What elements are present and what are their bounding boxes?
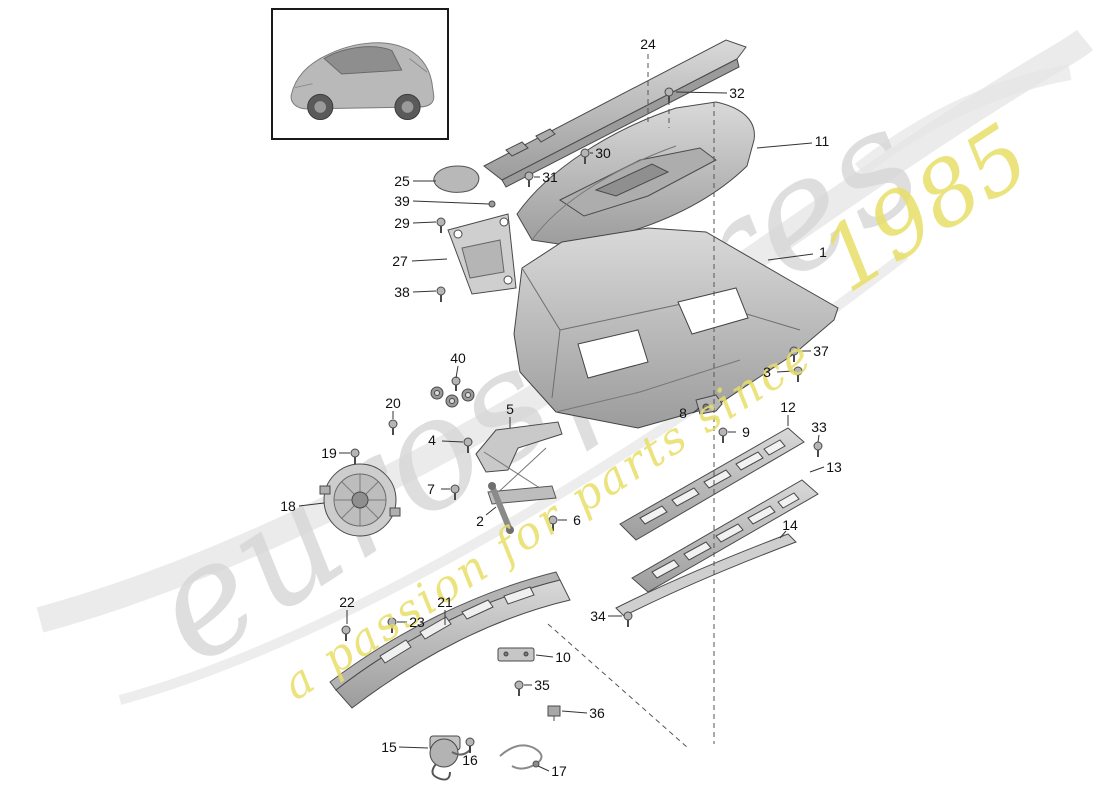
fastener-7 xyxy=(450,484,460,500)
part-label-33[interactable]: 33 xyxy=(811,419,827,435)
fastener-29 xyxy=(436,217,446,233)
part-spoiler-blade xyxy=(483,39,747,188)
part-label-15[interactable]: 15 xyxy=(381,739,397,755)
fastener-31 xyxy=(524,171,534,187)
part-label-40[interactable]: 40 xyxy=(450,350,466,366)
fasteners xyxy=(341,87,823,753)
fastener-32 xyxy=(664,87,674,103)
part-lock xyxy=(429,735,471,781)
part-label-32[interactable]: 32 xyxy=(729,85,745,101)
part-cable-short xyxy=(451,749,471,756)
part-label-7[interactable]: 7 xyxy=(427,481,435,497)
part-strut xyxy=(488,482,514,534)
part-rear-lid xyxy=(513,227,839,429)
part-label-13[interactable]: 13 xyxy=(826,459,842,475)
fastener-20 xyxy=(388,419,398,435)
fastener-37 xyxy=(789,346,799,362)
part-spoiler-housing xyxy=(516,101,755,247)
part-label-27[interactable]: 27 xyxy=(392,253,408,269)
part-grille-lower xyxy=(631,479,819,593)
part-label-23[interactable]: 23 xyxy=(409,614,425,630)
part-label-24[interactable]: 24 xyxy=(640,36,656,52)
part-label-22[interactable]: 22 xyxy=(339,594,355,610)
part-label-34[interactable]: 34 xyxy=(590,608,606,624)
fastener-23 xyxy=(387,617,397,633)
dashed-guide-lines xyxy=(547,54,715,749)
part-label-16[interactable]: 16 xyxy=(462,752,478,768)
part-label-17[interactable]: 17 xyxy=(551,763,567,779)
part-label-36[interactable]: 36 xyxy=(589,705,605,721)
part-striker xyxy=(695,394,723,415)
part-label-6[interactable]: 6 xyxy=(573,512,581,528)
part-label-18[interactable]: 18 xyxy=(280,498,296,514)
fastener-6 xyxy=(548,515,558,531)
part-label-38[interactable]: 38 xyxy=(394,284,410,300)
part-grille-upper xyxy=(619,427,805,541)
part-label-30[interactable]: 30 xyxy=(595,145,611,161)
car-icon xyxy=(290,42,435,121)
part-label-25[interactable]: 25 xyxy=(394,173,410,189)
part-carrier-panel xyxy=(329,571,571,709)
fastener-35 xyxy=(514,680,524,696)
part-label-21[interactable]: 21 xyxy=(437,594,453,610)
fastener-30 xyxy=(580,148,590,164)
part-pad xyxy=(433,165,480,193)
part-label-8[interactable]: 8 xyxy=(679,405,687,421)
swoosh-curve-3 xyxy=(855,64,1072,177)
part-actuator-disc xyxy=(319,463,401,537)
fastener-19 xyxy=(350,448,360,464)
fastener-38 xyxy=(436,286,446,302)
part-small-bracket xyxy=(497,647,535,662)
part-cable-loop xyxy=(499,744,543,770)
part-trim-strip xyxy=(615,533,797,617)
part-label-31[interactable]: 31 xyxy=(542,169,558,185)
fastener-33 xyxy=(813,441,823,457)
part-label-12[interactable]: 12 xyxy=(780,399,796,415)
fastener-3 xyxy=(793,366,803,382)
part-label-9[interactable]: 9 xyxy=(742,424,750,440)
part-label-2[interactable]: 2 xyxy=(476,513,484,529)
part-label-39[interactable]: 39 xyxy=(394,193,410,209)
part-label-3[interactable]: 3 xyxy=(763,364,771,380)
fastener-9 xyxy=(718,427,728,443)
part-label-1[interactable]: 1 xyxy=(819,244,827,260)
fastener-22 xyxy=(341,625,351,641)
fastener-34 xyxy=(623,611,633,627)
part-label-35[interactable]: 35 xyxy=(534,677,550,693)
part-label-20[interactable]: 20 xyxy=(385,395,401,411)
leader-lines xyxy=(298,91,825,772)
part-label-11[interactable]: 11 xyxy=(814,133,830,149)
part-label-29[interactable]: 29 xyxy=(394,215,410,231)
part-label-14[interactable]: 14 xyxy=(782,517,798,533)
fastener-4 xyxy=(463,437,473,453)
part-fastener-cluster xyxy=(430,376,475,408)
vehicle-thumbnail-box xyxy=(271,8,449,140)
part-label-5[interactable]: 5 xyxy=(506,401,514,417)
part-bracket-triangular xyxy=(447,200,517,295)
part-label-10[interactable]: 10 xyxy=(555,649,571,665)
part-clip xyxy=(547,705,561,721)
part-label-19[interactable]: 19 xyxy=(321,445,337,461)
part-label-4[interactable]: 4 xyxy=(428,432,436,448)
part-label-37[interactable]: 37 xyxy=(813,343,829,359)
part-support-bracket xyxy=(475,421,563,505)
